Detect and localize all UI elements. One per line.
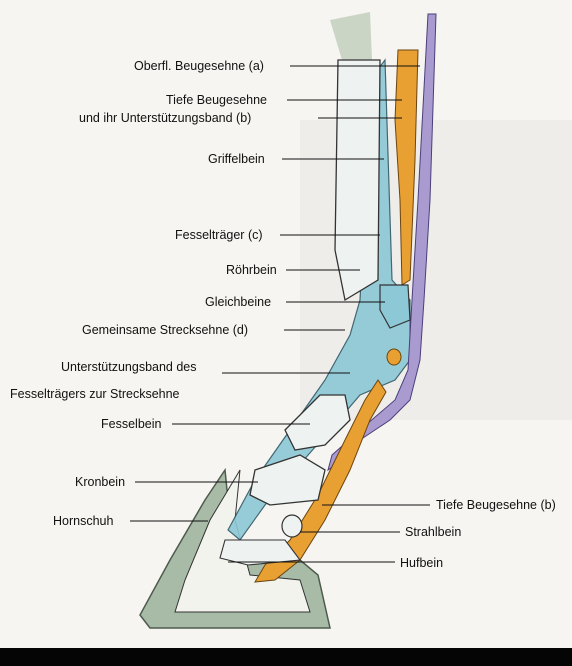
label-hufbein: Hufbein <box>400 556 443 570</box>
label-strahlbein: Strahlbein <box>405 525 461 539</box>
label-unterstuetzungsband-b: und ihr Unterstützungsband (b) <box>79 111 251 125</box>
label-tiefe-beugesehne: Tiefe Beugesehne <box>166 93 267 107</box>
label-tiefe-beugesehne-b: Tiefe Beugesehne (b) <box>436 498 556 512</box>
label-fesseltraeger: Fesselträger (c) <box>175 228 263 242</box>
hufbein-bone <box>220 540 300 565</box>
label-roehrbein: Röhrbein <box>226 263 277 277</box>
roehrbein-bone <box>335 60 380 300</box>
label-oberfl-beugesehne: Oberfl. Beugesehne (a) <box>134 59 264 73</box>
label-hornschuh: Hornschuh <box>53 514 113 528</box>
label-kronbein: Kronbein <box>75 475 125 489</box>
label-gleichbeine: Gleichbeine <box>205 295 271 309</box>
orange-dot <box>387 349 401 365</box>
label-strecksehne: Gemeinsame Strecksehne (d) <box>82 323 248 337</box>
label-griffelbein: Griffelbein <box>208 152 265 166</box>
label-fesselbein: Fesselbein <box>101 417 161 431</box>
bottom-black-bar <box>0 648 572 666</box>
strahlbein-bone <box>282 515 302 537</box>
label-fesseltraegers-zur-strecksehne: Fesselträgers zur Strecksehne <box>10 387 180 401</box>
label-unterstuetzungsband-des: Unterstützungsband des <box>61 360 197 374</box>
